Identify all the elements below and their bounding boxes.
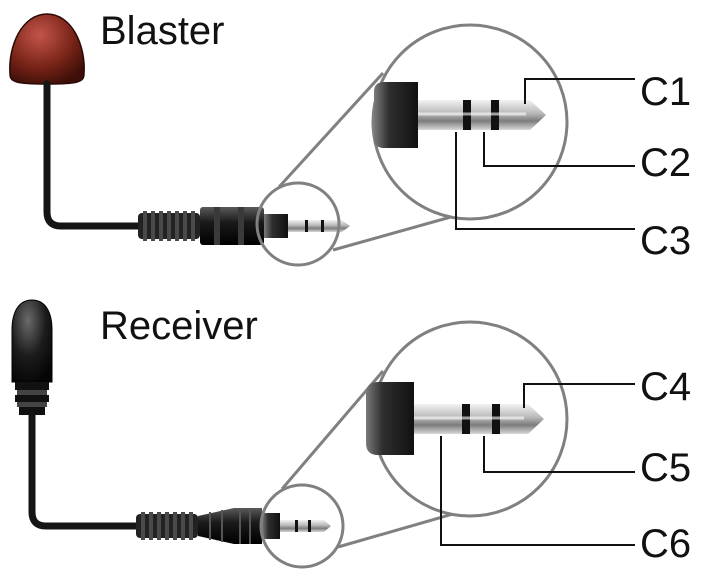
blaster-leader-lines (455, 78, 635, 230)
receiver-jack-small (262, 513, 331, 539)
contact-c1-label: C1 (640, 70, 691, 114)
contact-c4-label: C4 (640, 365, 691, 409)
blaster-section: Blaster (9, 9, 691, 267)
contact-c5-label: C5 (640, 446, 691, 490)
blaster-plug-body (200, 207, 264, 245)
blaster-cable (43, 80, 146, 230)
receiver-title: Receiver (100, 304, 258, 348)
contact-c2-label: C2 (640, 141, 691, 185)
receiver-sensor-head (11, 299, 53, 415)
contact-c3-label: C3 (640, 219, 691, 263)
blaster-jack-enlarged (374, 82, 546, 148)
receiver-cable (28, 411, 144, 530)
blaster-title: Blaster (100, 9, 225, 53)
receiver-strain-relief (136, 512, 198, 540)
receiver-plug-body (198, 508, 262, 544)
receiver-section: Receiver (11, 299, 691, 569)
receiver-leader-lines (440, 383, 635, 546)
receiver-jack-enlarged (366, 382, 544, 455)
contact-c6-label: C6 (640, 522, 691, 566)
blaster-strain-relief (138, 211, 200, 241)
blaster-jack-small (264, 214, 350, 238)
blaster-emitter-head (9, 13, 85, 85)
